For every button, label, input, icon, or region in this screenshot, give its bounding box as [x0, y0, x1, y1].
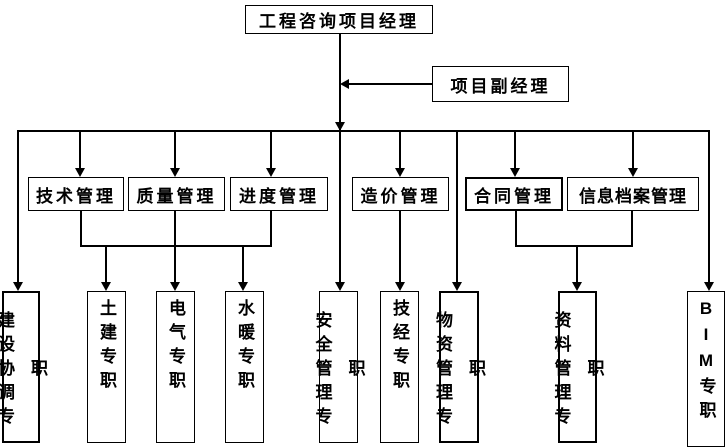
arrowhead-coordination	[13, 282, 23, 291]
specialist-label-techeco: 技经专职	[390, 299, 409, 395]
arrowhead-archive	[628, 168, 638, 177]
connector-archive-drop	[631, 211, 633, 247]
arrowhead-electric	[170, 282, 180, 291]
arrowhead-civil	[101, 282, 111, 291]
dept-label-contract: 合同管理	[474, 186, 554, 206]
specialist-label-data: 资料管理专职	[551, 310, 604, 431]
dept-box-contract: 合同管理	[465, 177, 563, 211]
dept-label-schedule: 进度管理	[239, 186, 319, 206]
connector-bus-to-quality	[174, 130, 176, 169]
dept-box-schedule: 进度管理	[230, 177, 328, 211]
root-label: 工程咨询项目经理	[259, 12, 419, 31]
dept-label-tech: 技术管理	[36, 186, 116, 206]
connector-cost-to-techeco	[399, 211, 401, 282]
arrowhead-trunk-to-safety	[335, 282, 345, 291]
arrowhead-techeco	[395, 282, 405, 291]
specialist-label-material: 物资管理专职	[433, 310, 485, 431]
connector-bus-to-contract	[514, 130, 516, 169]
specialist-box-civil: 土建专职	[87, 291, 126, 443]
connector-groupB-to-data	[576, 245, 578, 282]
dept-box-cost: 造价管理	[352, 177, 449, 211]
deputy-label: 项目副经理	[450, 76, 551, 96]
arrowhead-data	[572, 282, 582, 291]
dept-label-cost: 造价管理	[360, 186, 441, 206]
specialist-box-safety: 安全管理专职	[313, 291, 365, 443]
connector-groupA-to-civil	[105, 245, 107, 282]
specialist-label-plumbing: 水暖专职	[235, 299, 254, 395]
specialist-box-coordination: 建设协调专职	[0, 291, 47, 443]
deputy-manager-box: 项目副经理	[432, 66, 569, 102]
connector-quality-drop	[174, 211, 176, 247]
specialist-label-civil: 土建专职	[97, 299, 116, 395]
connector-bus-to-coordination	[17, 130, 19, 282]
specialist-label-coordination: 建设协调专职	[0, 310, 47, 431]
connector-bus-to-material	[456, 130, 458, 282]
specialist-label-safety: 安全管理专职	[312, 310, 365, 431]
arrowhead-deputy-to-trunk	[340, 79, 349, 89]
arrowhead-bim	[704, 282, 714, 291]
dept-box-quality: 质量管理	[128, 177, 225, 211]
arrowhead-tech	[75, 168, 85, 177]
dept-label-archive: 信息档案管理	[579, 186, 687, 206]
connector-main-bus	[17, 130, 710, 132]
connector-groupA-to-electric	[174, 245, 176, 282]
dept-box-archive: 信息档案管理	[567, 177, 699, 211]
specialist-box-material: 物资管理专职	[433, 291, 485, 443]
connector-root-trunk	[339, 33, 341, 282]
specialist-box-data: 资料管理专职	[552, 291, 604, 443]
connector-bus-to-tech	[79, 130, 81, 169]
specialist-label-bim: BIM专职	[696, 299, 716, 425]
specialist-label-electric: 电气专职	[166, 299, 185, 395]
root-box-project-manager: 工程咨询项目经理	[245, 5, 433, 34]
connector-bus-to-cost	[399, 130, 401, 169]
connector-groupA-bus	[80, 245, 272, 247]
specialist-box-plumbing: 水暖专职	[225, 291, 264, 443]
arrowhead-quality	[170, 168, 180, 177]
arrowhead-material	[452, 282, 462, 291]
specialist-box-techeco: 技经专职	[380, 291, 419, 443]
connector-bus-to-schedule	[270, 130, 272, 169]
arrowhead-schedule	[266, 168, 276, 177]
connector-groupA-to-plumbing	[242, 245, 244, 282]
arrowhead-cost	[395, 168, 405, 177]
specialist-box-electric: 电气专职	[156, 291, 195, 443]
connector-bus-to-archive	[632, 130, 634, 169]
connector-deputy	[348, 83, 432, 85]
connector-bus-to-bim	[708, 130, 710, 282]
connector-contract-drop	[515, 211, 517, 247]
dept-box-tech: 技术管理	[28, 177, 124, 211]
arrowhead-plumbing	[238, 282, 248, 291]
connector-tech-drop	[80, 211, 82, 247]
connector-groupB-bus	[515, 245, 633, 247]
arrowhead-trunk-to-hub	[335, 122, 345, 131]
arrowhead-contract	[510, 168, 520, 177]
specialist-box-bim: BIM专职	[687, 291, 725, 447]
connector-schedule-drop	[270, 211, 272, 247]
dept-label-quality: 质量管理	[136, 186, 217, 206]
